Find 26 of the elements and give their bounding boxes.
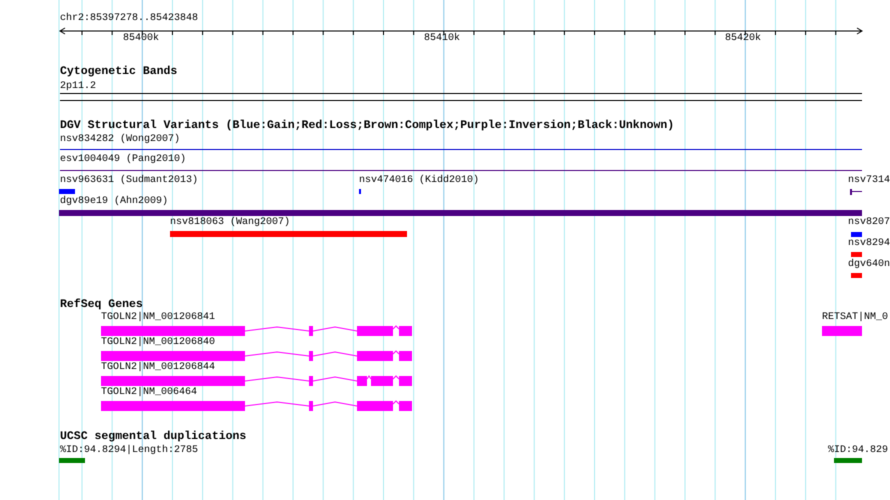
- track-title: RefSeq Genes: [60, 299, 143, 311]
- feature-label: RETSAT|NM_0: [822, 312, 888, 324]
- tick-label: 85420k: [725, 33, 762, 45]
- feature-label: dgv89e19 (Ahn2009): [60, 196, 168, 208]
- track-title: Cytogenetic Bands: [60, 66, 178, 78]
- tick-label: 85410k: [424, 33, 460, 45]
- feature-label: nsv474016 (Kidd2010): [359, 175, 480, 187]
- tick-label: 85400k: [123, 33, 160, 45]
- coordinate-label: chr2:85397278..85423848: [60, 13, 198, 25]
- feature-label: nsv834282 (Wong2007): [60, 134, 180, 146]
- feature-label: nsv963631 (Sudmant2013): [60, 175, 198, 187]
- feature-label: %ID:94.829: [828, 445, 888, 457]
- track-title: DGV Structural Variants (Blue:Gain;Red:Loss;Brown:Complex;Purple:Inversion;Black:Unknown): [60, 120, 674, 132]
- track-title: UCSC segmental duplications: [60, 431, 246, 443]
- feature-label: TGOLN2|NM_006464: [101, 387, 198, 399]
- feature-label: nsv818063 (Wang2007): [170, 217, 290, 229]
- feature-label: esv1004049 (Pang2010): [60, 154, 186, 166]
- feature-label: TGOLN2|NM_001206841: [101, 312, 216, 324]
- feature-label: dgv640n: [848, 259, 890, 271]
- feature-label: TGOLN2|NM_001206844: [101, 362, 216, 374]
- feature-label: TGOLN2|NM_001206840: [101, 337, 216, 349]
- feature-label: %ID:94.8294|Length:2785: [60, 445, 198, 457]
- feature-label: nsv8207: [848, 217, 890, 229]
- feature-label: nsv7314: [848, 175, 890, 187]
- feature-label: nsv8294: [848, 238, 890, 250]
- feature-label: 2p11.2: [60, 81, 96, 93]
